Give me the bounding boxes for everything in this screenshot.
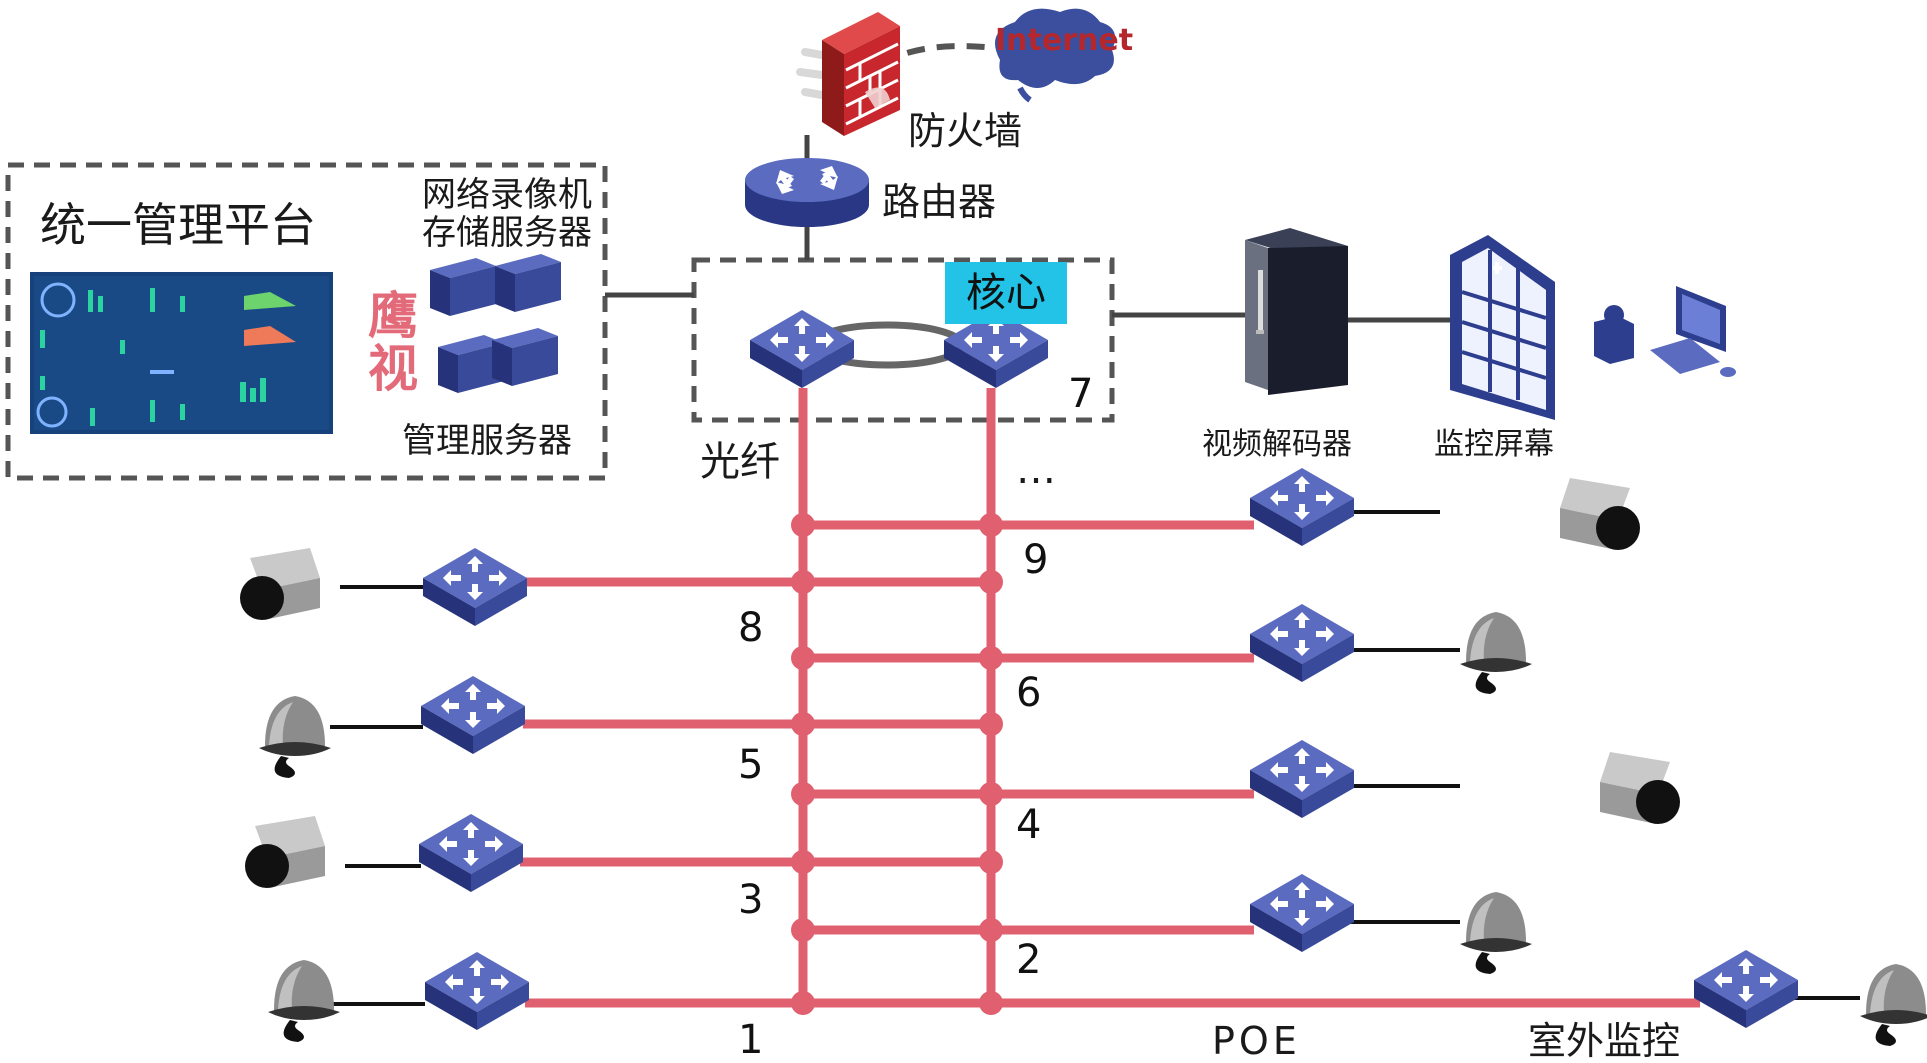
edge-right-9 [1250,468,1640,550]
link-number-5: 5 [738,742,764,788]
workstation-icon [1594,286,1736,377]
core-switch-left [750,310,854,388]
link-number-6: 6 [1016,670,1042,716]
box-camera-icon [1560,478,1640,550]
switch-icon [421,676,525,754]
link-number-1: 1 [738,1017,764,1063]
core-badge: 核心 [945,262,1067,324]
nvr-server-icon [430,254,561,393]
screen-label: 监控屏幕 [1434,427,1554,462]
brand-line-1: 鹰 [368,287,418,345]
firewall-label: 防火墙 [908,109,1023,153]
link-number-2: 2 [1016,937,1042,983]
dome-camera-icon [1860,964,1927,1046]
box-camera-icon [1600,752,1680,824]
edge-right-6 [1250,604,1532,694]
dome-camera-icon [259,696,331,778]
dome-camera-icon [268,960,340,1042]
mgmt-server-label: 管理服务器 [402,421,572,461]
switch-icon [425,952,529,1030]
router-icon [745,158,869,227]
switch-icon [1250,468,1354,546]
brand-line-2: 视 [368,339,418,398]
switch-icon [1250,740,1354,818]
dome-camera-icon [1460,612,1532,694]
edge-left-3 [245,814,523,892]
monitor-wall-icon [1450,235,1555,420]
switch-icon [423,548,527,626]
link-number-4: 4 [1016,802,1042,848]
edge-left-5 [259,676,525,778]
internet-cloud-icon [995,8,1116,103]
platform-title: 统一管理平台 [40,198,316,252]
dome-camera-icon [1460,892,1532,974]
link-number-7: 7 [1068,371,1094,417]
edge-left-1 [268,952,529,1042]
edge-left-8 [240,548,527,626]
nvr-label-line-2: 存储服务器 [422,213,592,253]
switch-icon [1694,950,1798,1028]
fiber-label: 光纤 [700,439,780,485]
edge-outdoor [1694,950,1927,1046]
more-links-ellipsis: … [1016,447,1056,493]
link-number-9: 9 [1023,537,1049,583]
link-number-8: 8 [738,605,764,651]
router-label: 路由器 [882,180,997,224]
edge-right-4 [1250,740,1680,824]
fiber-joints [791,513,1003,1015]
switch-icon [1250,604,1354,682]
switch-icon [1250,874,1354,952]
internet-label: Internet [995,23,1134,58]
decoder-label: 视频解码器 [1202,427,1352,462]
switch-icon [419,814,523,892]
dashboard-preview [30,272,333,434]
link-number-3: 3 [738,877,764,923]
box-camera-icon [240,548,320,620]
brand-logo-text: 鹰 视 [368,290,418,395]
outdoor-label: 室外监控 [1528,1019,1681,1063]
firewall-icon [796,12,900,136]
poe-label: POE [1212,1019,1301,1063]
video-decoder-icon [1245,228,1348,395]
fiber-backbone [520,388,1700,1008]
edge-right-2 [1250,874,1532,974]
nvr-label-line-1: 网络录像机 [422,175,592,215]
box-camera-icon [245,816,325,888]
